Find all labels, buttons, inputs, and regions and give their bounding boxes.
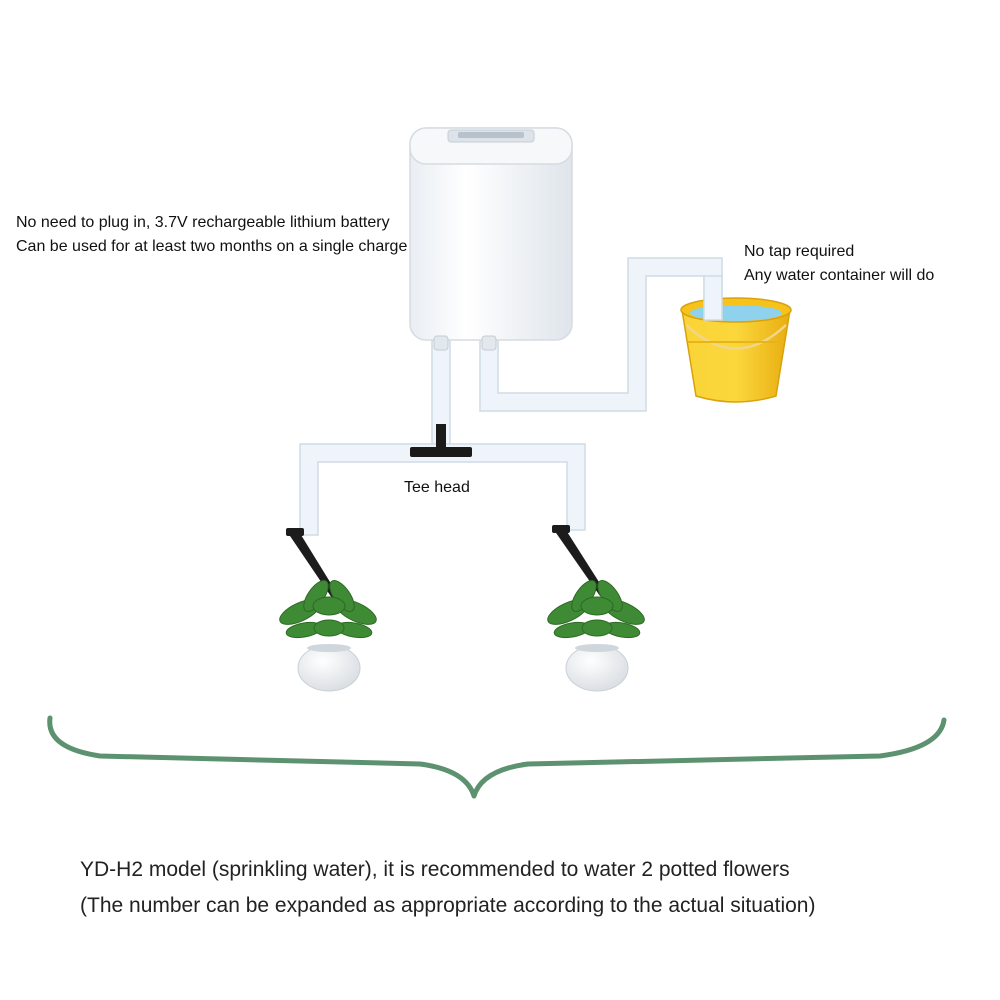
potted-plant-left: [279, 580, 377, 692]
pump-unit: [409, 127, 573, 351]
water-source-note: No tap required Any water container will…: [744, 240, 994, 288]
bucket-handle: [685, 324, 787, 350]
water-note-line1: No tap required: [744, 243, 855, 260]
leaves: [279, 580, 377, 639]
leaves: [547, 580, 645, 639]
caption-line1: YD-H2 model (sprinkling water), it is re…: [80, 858, 790, 881]
curly-brace: [47, 715, 947, 799]
water-note-line2: Any water container will do: [744, 267, 935, 284]
caption-line2: (The number can be expanded as appropria…: [80, 894, 816, 917]
tee-head-label: Tee head: [404, 479, 470, 496]
outlet-nozzle: [433, 335, 449, 351]
potted-plant-right: [547, 580, 645, 692]
dripper-right: [552, 525, 606, 596]
battery-note: No need to plug in, 3.7V rechargeable li…: [16, 214, 408, 255]
distribution-tube: [299, 443, 586, 536]
water-bucket: [680, 297, 792, 403]
caption: YD-H2 model (sprinkling water), it is re…: [80, 852, 980, 924]
intake-tube-end: [703, 275, 723, 321]
tee-head: [410, 424, 472, 457]
inlet-nozzle: [481, 335, 497, 351]
